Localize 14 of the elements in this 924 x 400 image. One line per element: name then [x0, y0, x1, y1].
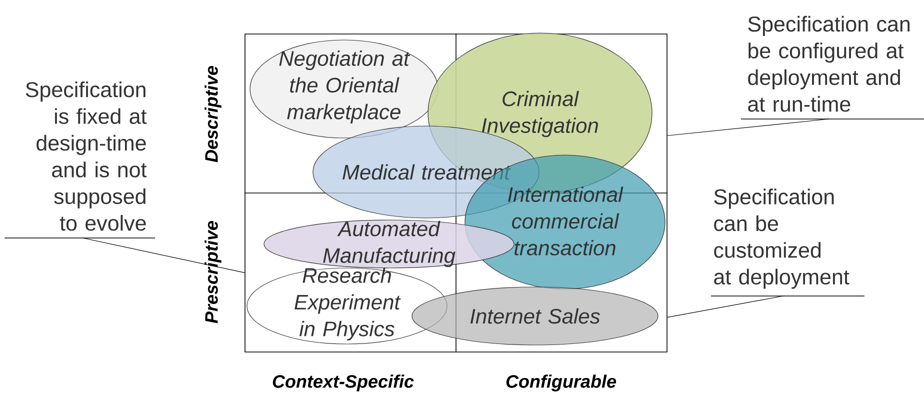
leader-line [82, 238, 245, 273]
axis-label: Context-Specific [272, 374, 414, 392]
ellipse-region: Negotiation at the Oriental marketplace [250, 40, 438, 138]
callout-text: Specification can be customized at deployment [710, 188, 865, 296]
quadrant-grid [244, 34, 668, 352]
axis-label: Prescriptive [204, 220, 222, 324]
callout-text: Specification is fixed at design-time and is not supposed to evolve [4, 82, 156, 238]
axis-label: Descriptive [204, 66, 222, 162]
ellipse-region: Internet Sales [412, 286, 658, 346]
callout-text: Specification can be configured at deployment and at run-time [740, 16, 924, 120]
ellipse-region: Research Experiment in Physics [246, 268, 448, 344]
axis-label: Configurable [506, 374, 616, 392]
leader-line [667, 296, 784, 318]
leader-line [667, 118, 830, 136]
